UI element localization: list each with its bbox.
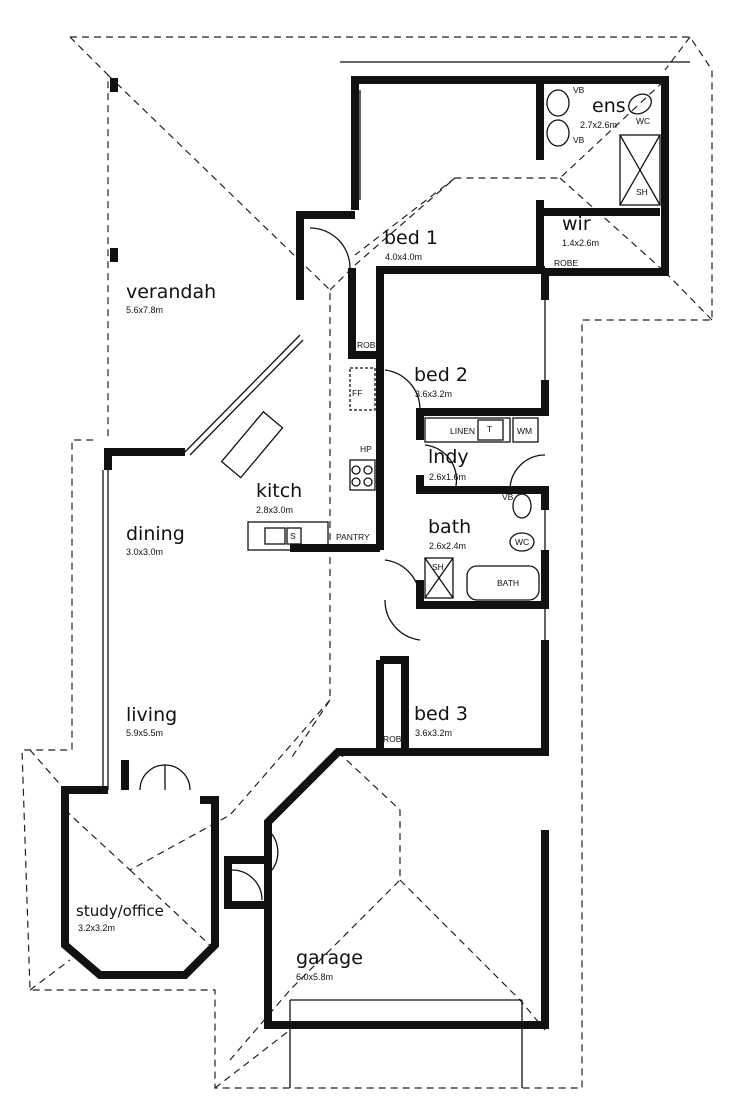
walls bbox=[61, 76, 669, 1029]
verandah-dims: 5.6x7.8m bbox=[126, 305, 163, 315]
roof-outline bbox=[21, 36, 713, 1089]
bath-label: bath bbox=[428, 516, 471, 538]
bed3-label: bed 3 bbox=[414, 703, 468, 725]
wm-label: WM bbox=[517, 426, 532, 436]
wir-label: wir bbox=[562, 213, 591, 235]
garage-dims: 6.0x5.8m bbox=[296, 972, 333, 982]
pantry-label: PANTRY bbox=[336, 532, 370, 542]
room-labels: verandah 5.6x7.8m bed 1 4.0x4.0m ens 2.7… bbox=[76, 95, 626, 982]
hotplate-label: HP bbox=[360, 444, 372, 454]
bath-shower-label: SH bbox=[432, 562, 444, 572]
bed1-dims: 4.0x4.0m bbox=[385, 252, 422, 262]
living-dims: 5.9x5.5m bbox=[126, 728, 163, 738]
ens-dims: 2.7x2.6m bbox=[580, 120, 617, 130]
bed2-dims: 3.6x3.2m bbox=[415, 389, 452, 399]
bed1-label: bed 1 bbox=[384, 227, 438, 249]
sink-label: S bbox=[290, 531, 296, 541]
fittings bbox=[102, 89, 661, 901]
linen-label: LINEN bbox=[450, 426, 475, 436]
wir-dims: 1.4x2.6m bbox=[562, 238, 599, 248]
bed3-robe-label: ROBE bbox=[383, 734, 407, 744]
ens-vb-label: VB bbox=[573, 135, 585, 145]
study-label: study/office bbox=[76, 902, 164, 920]
bathtub-label: BATH bbox=[497, 578, 519, 588]
ens-vb-label: VB bbox=[573, 85, 585, 95]
living-label: living bbox=[126, 704, 177, 726]
wir-robe-label: ROBE bbox=[554, 258, 578, 268]
bed3-dims: 3.6x3.2m bbox=[415, 728, 452, 738]
bed2-label: bed 2 bbox=[414, 364, 468, 386]
lndy-label: lndy bbox=[428, 446, 469, 468]
dining-dims: 3.0x3.0m bbox=[126, 547, 163, 557]
fridge-label: FF bbox=[352, 388, 362, 398]
fixture-labels: VB VB WC SH ROBE ROBE FF HP PANTRY S LIN… bbox=[290, 85, 650, 744]
lndy-dims: 2.6x1.6m bbox=[429, 472, 466, 482]
ens-wc-label: WC bbox=[636, 116, 650, 126]
dining-label: dining bbox=[126, 523, 185, 545]
trough-label: T bbox=[487, 424, 492, 434]
bath-wc-label: WC bbox=[515, 537, 529, 547]
bath-dims: 2.6x2.4m bbox=[429, 541, 466, 551]
study-dims: 3.2x3.2m bbox=[78, 923, 115, 933]
bath-vb-label: VB bbox=[502, 492, 514, 502]
kitch-dims: 2.8x3.0m bbox=[256, 505, 293, 515]
ens-label: ens bbox=[592, 95, 626, 117]
verandah-label: verandah bbox=[126, 281, 216, 303]
kitch-label: kitch bbox=[256, 480, 302, 502]
garage-label: garage bbox=[296, 947, 363, 969]
ens-shower-label: SH bbox=[636, 187, 648, 197]
bed2-robe-label: ROBE bbox=[357, 340, 381, 350]
